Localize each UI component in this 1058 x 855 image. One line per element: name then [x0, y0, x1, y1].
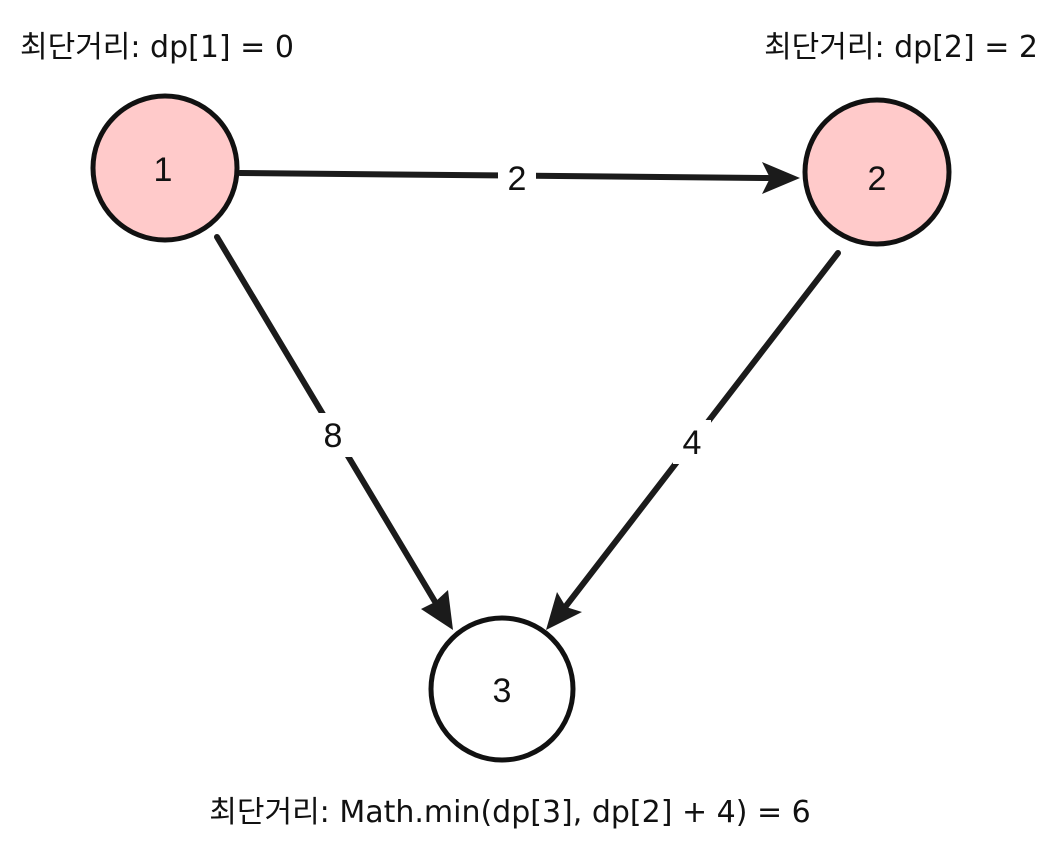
edge-2-to-3: 4: [546, 250, 841, 630]
edge-weight-2-to-3: 4: [683, 424, 702, 462]
node1-annotation: 최단거리: dp[1] = 0: [20, 30, 294, 65]
node-1: 1: [90, 93, 240, 243]
node-3: 3: [428, 615, 576, 763]
edge-1-to-3: 8: [214, 234, 453, 630]
node-1-circle: [90, 93, 240, 243]
node-2-label: 2: [868, 160, 887, 198]
edge-weight-1-to-2: 2: [508, 160, 527, 198]
node-2: 2: [802, 97, 952, 247]
arrow-head-1-to-3: [421, 590, 453, 630]
node3-annotation: 최단거리: Math.min(dp[3], dp[2] + 4) = 6: [209, 795, 810, 830]
node-1-label: 1: [154, 151, 173, 189]
node-2-circle: [802, 97, 952, 247]
node-3-label: 3: [493, 672, 512, 710]
node2-annotation: 최단거리: dp[2] = 2: [764, 30, 1038, 65]
edge-1-to-2: 2: [237, 158, 800, 198]
arrow-head-1-to-2: [762, 162, 800, 194]
node-3-circle: [428, 615, 576, 763]
edge-weight-1-to-3: 8: [324, 417, 343, 455]
arrow-head-2-to-3: [546, 592, 582, 630]
